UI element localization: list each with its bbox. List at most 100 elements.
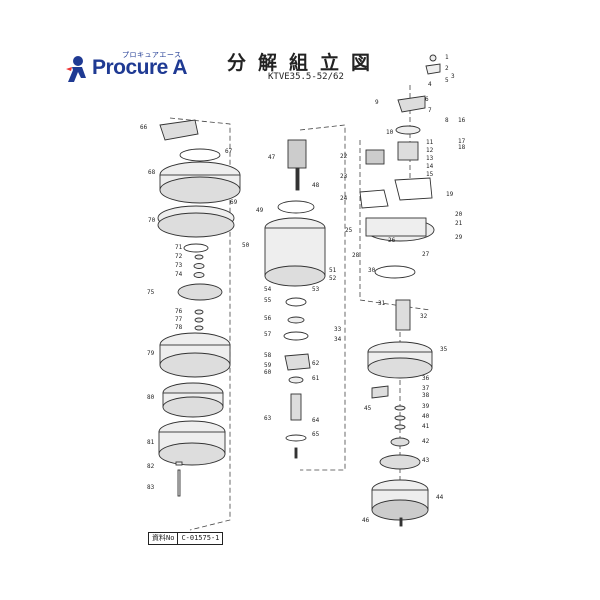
part-78 bbox=[194, 325, 204, 331]
part-82-nut bbox=[175, 461, 183, 466]
svg-text:39: 39 bbox=[422, 403, 430, 410]
svg-text:54: 54 bbox=[264, 286, 272, 293]
part-40 bbox=[394, 415, 406, 421]
svg-text:60: 60 bbox=[264, 369, 272, 376]
doc-label: 資料No bbox=[149, 533, 179, 544]
svg-text:62: 62 bbox=[312, 360, 320, 367]
svg-text:40: 40 bbox=[422, 413, 430, 420]
part-75-impeller bbox=[177, 283, 223, 301]
part-10 bbox=[395, 125, 421, 135]
svg-text:50: 50 bbox=[242, 242, 250, 249]
svg-text:77: 77 bbox=[175, 316, 183, 323]
svg-text:34: 34 bbox=[334, 336, 342, 343]
part-71-seal bbox=[183, 243, 209, 253]
part-2 bbox=[425, 63, 441, 75]
part-41 bbox=[394, 424, 406, 430]
svg-text:72: 72 bbox=[175, 253, 183, 260]
svg-text:42: 42 bbox=[422, 438, 430, 445]
svg-text:29: 29 bbox=[455, 234, 463, 241]
svg-text:8: 8 bbox=[445, 117, 449, 124]
svg-text:61: 61 bbox=[312, 375, 320, 382]
svg-text:11: 11 bbox=[426, 139, 434, 146]
svg-text:33: 33 bbox=[334, 326, 342, 333]
svg-text:51: 51 bbox=[329, 267, 337, 274]
part-6-cable-clamp bbox=[397, 95, 426, 113]
svg-text:10: 10 bbox=[386, 129, 394, 136]
part-1-cap bbox=[429, 54, 437, 62]
part-23-coupling bbox=[365, 149, 385, 165]
part-73 bbox=[193, 263, 205, 269]
svg-text:13: 13 bbox=[426, 155, 434, 162]
svg-text:44: 44 bbox=[436, 494, 444, 501]
part-55-washer bbox=[285, 297, 307, 307]
svg-text:19: 19 bbox=[446, 191, 454, 198]
svg-text:66: 66 bbox=[140, 124, 148, 131]
svg-text:59: 59 bbox=[264, 362, 272, 369]
runner-mascot-icon bbox=[66, 56, 86, 82]
svg-text:23: 23 bbox=[340, 173, 348, 180]
part-57-ring bbox=[283, 331, 309, 341]
svg-text:24: 24 bbox=[340, 195, 348, 202]
part-45-guard bbox=[371, 385, 389, 399]
part-49-o-ring bbox=[277, 200, 315, 214]
svg-text:14: 14 bbox=[426, 163, 434, 170]
document-number-box: 資料No C-01575-1 bbox=[148, 532, 224, 545]
svg-text:83: 83 bbox=[147, 484, 155, 491]
part-65-seal-plate bbox=[285, 434, 307, 442]
svg-text:9: 9 bbox=[375, 99, 379, 106]
part-72 bbox=[194, 254, 204, 260]
model-number: KTVE35.5-52/62 bbox=[268, 72, 344, 82]
page-title: 分解組立図 bbox=[227, 52, 383, 74]
part-58-seal-housing bbox=[284, 353, 311, 371]
svg-text:32: 32 bbox=[420, 313, 428, 320]
svg-text:1: 1 bbox=[445, 54, 449, 61]
svg-text:45: 45 bbox=[364, 405, 372, 412]
part-66-cover bbox=[159, 119, 199, 141]
part-24-gasket bbox=[359, 189, 389, 209]
part-31-motor bbox=[395, 299, 411, 331]
procure-a-logo: プロキュアエース Procure A bbox=[62, 50, 212, 86]
svg-text:64: 64 bbox=[312, 417, 320, 424]
svg-text:68: 68 bbox=[148, 169, 156, 176]
svg-text:57: 57 bbox=[264, 331, 272, 338]
svg-text:16: 16 bbox=[458, 117, 466, 124]
svg-text:52: 52 bbox=[329, 275, 337, 282]
svg-text:71: 71 bbox=[175, 244, 183, 251]
svg-text:7: 7 bbox=[428, 107, 432, 114]
svg-text:4: 4 bbox=[428, 81, 432, 88]
svg-text:6: 6 bbox=[425, 96, 429, 103]
svg-text:49: 49 bbox=[256, 207, 264, 214]
part-42-bearing bbox=[390, 437, 410, 447]
svg-text:12: 12 bbox=[426, 147, 434, 154]
svg-text:81: 81 bbox=[147, 439, 155, 446]
svg-text:56: 56 bbox=[264, 315, 272, 322]
svg-text:17: 17 bbox=[458, 138, 466, 145]
part-77 bbox=[194, 317, 204, 323]
svg-text:46: 46 bbox=[362, 517, 370, 524]
svg-text:21: 21 bbox=[455, 220, 463, 227]
part-43-impeller bbox=[379, 454, 421, 470]
svg-text:76: 76 bbox=[175, 308, 183, 315]
part-76 bbox=[194, 309, 204, 315]
logo-kana: プロキュアエース bbox=[122, 51, 182, 59]
svg-text:58: 58 bbox=[264, 352, 272, 359]
svg-text:27: 27 bbox=[422, 251, 430, 258]
part-30-o-ring bbox=[374, 265, 416, 279]
svg-text:3: 3 bbox=[451, 73, 455, 80]
svg-text:79: 79 bbox=[147, 350, 155, 357]
svg-text:48: 48 bbox=[312, 182, 320, 189]
svg-text:80: 80 bbox=[147, 394, 155, 401]
svg-text:43: 43 bbox=[422, 457, 430, 464]
svg-text:28: 28 bbox=[352, 252, 360, 259]
svg-text:30: 30 bbox=[368, 267, 376, 274]
part-39 bbox=[394, 405, 406, 411]
svg-text:37: 37 bbox=[422, 385, 430, 392]
svg-text:41: 41 bbox=[422, 423, 430, 430]
svg-text:82: 82 bbox=[147, 463, 155, 470]
part-63-mech-seal bbox=[290, 393, 302, 421]
svg-text:70: 70 bbox=[148, 217, 156, 224]
svg-text:5: 5 bbox=[445, 77, 449, 84]
svg-text:63: 63 bbox=[264, 415, 272, 422]
part-74 bbox=[193, 272, 205, 278]
